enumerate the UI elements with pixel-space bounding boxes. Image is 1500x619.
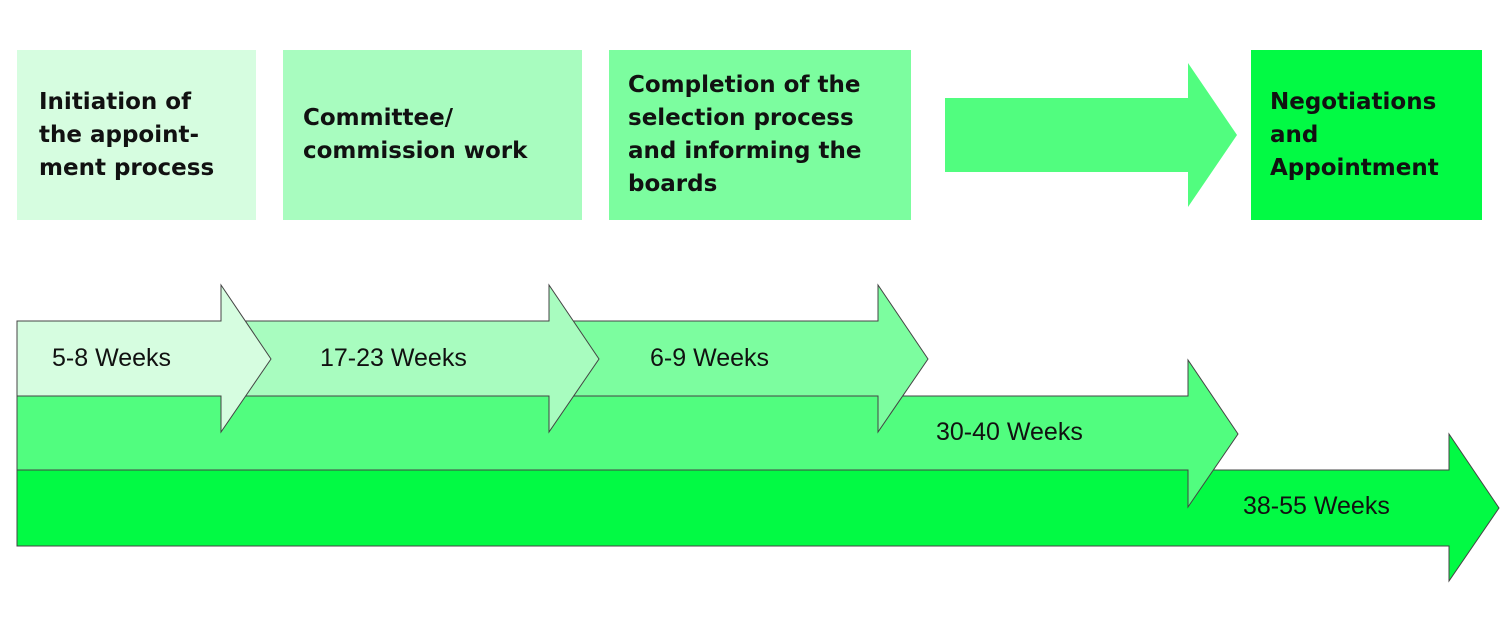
duration-label-overall: 38-55 Weeks [1243,492,1390,520]
duration-label-completion: 6-9 Weeks [650,344,769,372]
connector-arrow [945,63,1237,207]
stage-label-completion: Completion of the selection process and … [628,72,862,197]
stage-label-committee: Committee/ commission work [303,105,528,164]
duration-label-selection-total: 30-40 Weeks [936,418,1083,446]
stage-box-committee: Committee/ commission work [283,50,582,220]
stage-box-completion: Completion of the selection process and … [609,50,911,220]
duration-arrow-selection-total [16,358,1239,509]
duration-label-committee: 17-23 Weeks [320,344,467,372]
duration-label-initiation: 5-8 Weeks [52,344,171,372]
stage-box-initiation: Initiation of the appoint- ment process [17,50,256,220]
duration-arrow-completion [572,283,929,434]
duration-arrow-overall [16,432,1500,583]
stage-box-negotiations: Negotiations and Appointment [1251,50,1482,220]
stage-label-initiation: Initiation of the appoint- ment process [39,88,215,181]
duration-arrow-committee [244,283,600,434]
stage-label-negotiations: Negotiations and Appointment [1270,88,1439,181]
duration-arrow-initiation [16,283,272,434]
